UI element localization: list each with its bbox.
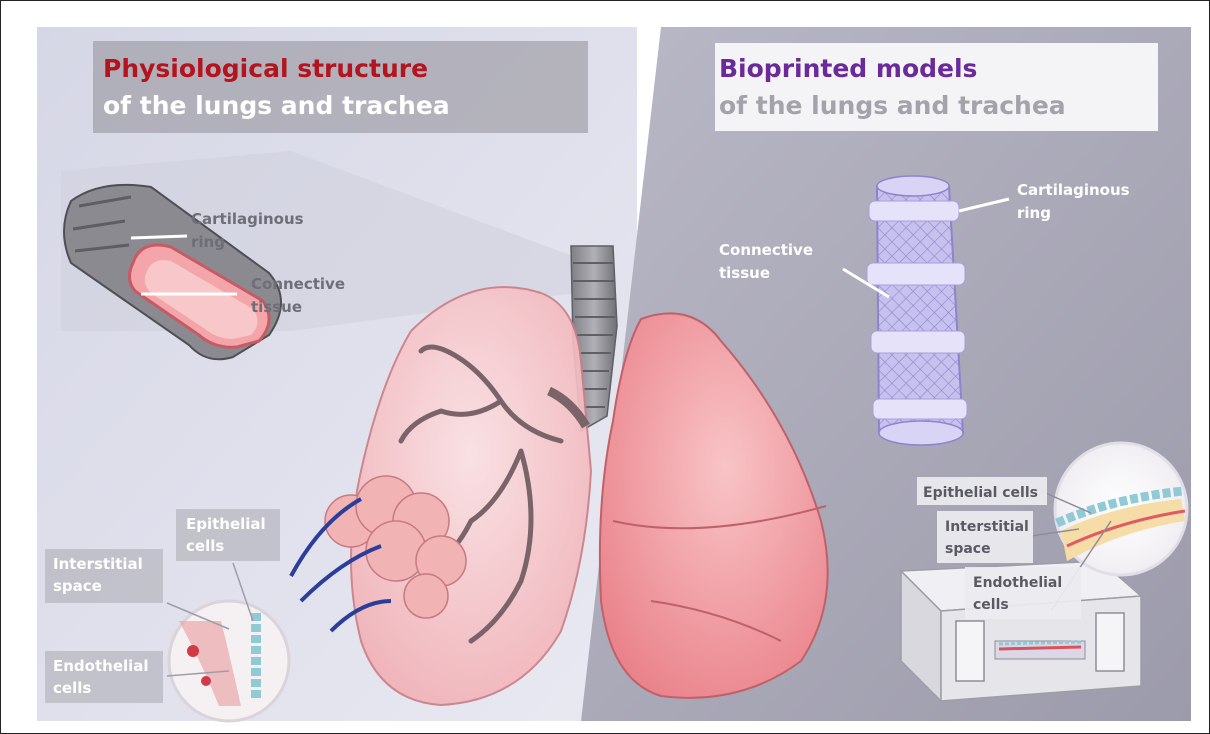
right-label-endothelial-1: Endothelial <box>973 575 1062 591</box>
scaffold-ring-3 <box>871 331 965 353</box>
left-label-epithelial-2: cells <box>186 537 224 555</box>
left-label-connective-2: tissue <box>251 298 302 316</box>
scaffold-ring-2 <box>867 263 965 285</box>
right-label-interstitial-1: Interstitial <box>945 519 1029 535</box>
right-label-cartilaginous-1: Cartilaginous <box>1017 181 1130 199</box>
left-title-rest: of the lungs and trachea <box>103 91 450 120</box>
right-title-highlight: Bioprinted models <box>719 54 977 83</box>
left-label-interstitial-2: space <box>53 577 102 595</box>
right-label-interstitial-2: space <box>945 541 991 557</box>
right-label-connective-1: Connective <box>719 241 813 259</box>
scaffold-ring-1 <box>869 201 959 221</box>
scaffold-ring-4 <box>873 399 967 419</box>
right-label-connective-2: tissue <box>719 264 770 282</box>
left-label-interstitial-1: Interstitial <box>53 555 143 573</box>
right-label-epithelial: Epithelial cells <box>923 485 1038 501</box>
left-label-epithelial-1: Epithelial <box>186 515 266 533</box>
right-title-rest: of the lungs and trachea <box>719 91 1066 120</box>
right-zoom-circle <box>1055 443 1187 575</box>
right-label-endothelial-2: cells <box>973 597 1009 613</box>
left-label-connective-1: Connective <box>251 275 345 293</box>
right-label-cartilaginous-2: ring <box>1017 204 1051 222</box>
left-label-endothelial-2: cells <box>53 679 91 697</box>
left-label-cartilaginous-2: ring <box>191 233 225 251</box>
left-zoom-circle <box>169 601 289 721</box>
cartilage-pointer-left <box>131 236 187 238</box>
left-label-cartilaginous-1: Cartilaginous <box>191 210 304 228</box>
left-label-endothelial-1: Endothelial <box>53 657 149 675</box>
left-title-highlight: Physiological structure <box>103 54 428 83</box>
scaffold-tube <box>867 176 967 445</box>
